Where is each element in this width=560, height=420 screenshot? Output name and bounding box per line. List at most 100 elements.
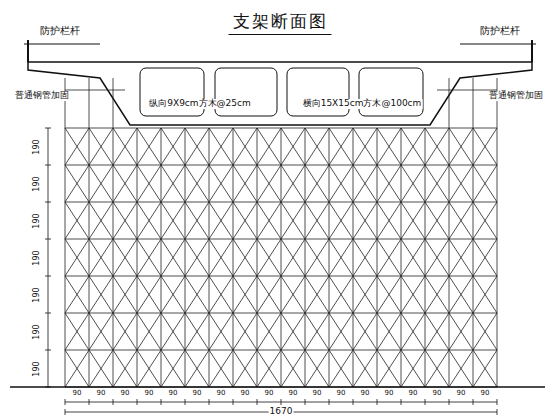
- scaffold-tube: [137, 239, 161, 276]
- scaffold-tube: [281, 128, 282, 387]
- scaffold-tube: [449, 313, 473, 350]
- scaffold-tube: [401, 276, 425, 313]
- scaffold-tube: [377, 239, 401, 276]
- scaffold-tube: [257, 276, 281, 313]
- scaffold-tube: [65, 165, 89, 202]
- dimension-value: 90: [360, 390, 371, 398]
- scaffold-tube: [353, 350, 377, 387]
- scaffold-tube: [257, 276, 281, 313]
- scaffold-tube: [209, 165, 233, 202]
- scaffold-tube: [161, 350, 185, 387]
- scaffold-tube: [305, 165, 329, 202]
- dimension-value: 90: [72, 390, 83, 398]
- scaffold-tube: [185, 276, 209, 313]
- scaffold-tube: [233, 202, 257, 239]
- scaffold-tube: [233, 165, 257, 202]
- timber-label: 纵向9X9cm方木@25cm: [148, 99, 252, 109]
- scaffold-tube: [425, 128, 449, 165]
- drawing-title: 支架断面图: [229, 10, 332, 35]
- scaffold-tube: [113, 350, 137, 387]
- scaffold-tube: [401, 313, 425, 350]
- scaffold-tube: [449, 399, 450, 405]
- scaffold-tube: [425, 313, 449, 350]
- scaffold-tube: [353, 276, 377, 313]
- scaffold-tube: [137, 128, 161, 165]
- scaffold-tube: [137, 276, 161, 313]
- scaffold-tube: [65, 409, 66, 415]
- scaffold-tube: [329, 399, 330, 405]
- scaffold-tube: [233, 276, 257, 313]
- scaffold-tube: [233, 276, 257, 313]
- scaffold-tube: [65, 313, 89, 350]
- scaffold-tube: [89, 350, 113, 387]
- scaffold-tube: [353, 399, 354, 405]
- scaffold-tube: [449, 165, 473, 202]
- scaffold-tube: [305, 399, 306, 405]
- scaffold-tube: [401, 202, 425, 239]
- scaffold-tube: [353, 128, 377, 165]
- scaffold-tube: [353, 202, 377, 239]
- scaffold-tube: [89, 202, 113, 239]
- scaffold-tube: [425, 165, 449, 202]
- scaffold-tube: [45, 202, 51, 203]
- scaffold-tube: [449, 276, 473, 313]
- scaffold-tube: [113, 276, 137, 313]
- scaffold-tube: [65, 90, 125, 91]
- dimension-value: 190: [33, 249, 42, 266]
- scaffold-tube: [233, 239, 257, 276]
- scaffold-tube: [377, 202, 401, 239]
- scaffold-tube: [281, 350, 305, 387]
- scaffold-tube: [353, 239, 377, 276]
- scaffold-tube: [353, 128, 377, 165]
- scaffold-tube: [65, 202, 89, 239]
- scaffold-tube: [425, 165, 449, 202]
- scaffold-tube: [137, 276, 161, 313]
- scaffold-tube: [209, 276, 233, 313]
- scaffold-tube: [473, 350, 497, 387]
- scaffold-tube: [89, 128, 113, 165]
- scaffold-tube: [401, 350, 425, 387]
- scaffold-tube: [209, 239, 233, 276]
- scaffold-tube: [209, 202, 233, 239]
- scaffold-tube: [185, 202, 209, 239]
- dimension-value: 90: [480, 390, 491, 398]
- scaffold-tube: [401, 350, 425, 387]
- scaffold-tube: [89, 165, 113, 202]
- scaffold-tube: [65, 350, 89, 387]
- scaffold-tube: [233, 399, 234, 405]
- scaffold-tube: [497, 78, 498, 387]
- scaffold-tube: [185, 239, 209, 276]
- scaffold-tube: [185, 313, 209, 350]
- scaffold-tube: [185, 202, 209, 239]
- scaffold-tube: [209, 239, 233, 276]
- scaffold-tube: [401, 202, 425, 239]
- scaffold-tube: [305, 239, 329, 276]
- scaffold-tube: [209, 313, 233, 350]
- scaffold-tube: [209, 276, 233, 313]
- dimension-value: 90: [408, 390, 419, 398]
- scaffold-tube: [377, 128, 401, 165]
- scaffold-tube: [209, 313, 233, 350]
- scaffold-tube: [137, 350, 161, 387]
- scaffold-tube: [305, 276, 329, 313]
- scaffold-tube: [473, 165, 497, 202]
- scaffold-tube: [257, 128, 258, 387]
- dimension-value: 190: [33, 138, 42, 155]
- scaffold-tube: [353, 165, 377, 202]
- scaffold-tube: [281, 165, 305, 202]
- dimension-value: 90: [96, 390, 107, 398]
- dimension-value: 90: [336, 390, 347, 398]
- scaffold-tube: [185, 399, 186, 405]
- scaffold-tube: [161, 276, 185, 313]
- scaffold-tube: [401, 165, 425, 202]
- reinforcement-label: 普通钢管加固: [14, 91, 70, 101]
- scaffold-tube: [209, 128, 233, 165]
- scaffold-tube: [161, 313, 185, 350]
- scaffold-tube: [113, 239, 137, 276]
- scaffold-tube: [449, 276, 473, 313]
- scaffold-tube: [449, 350, 473, 387]
- scaffold-tube: [329, 165, 353, 202]
- scaffold-tube: [281, 165, 305, 202]
- scaffold-tube: [473, 78, 474, 387]
- scaffold-tube: [473, 128, 497, 165]
